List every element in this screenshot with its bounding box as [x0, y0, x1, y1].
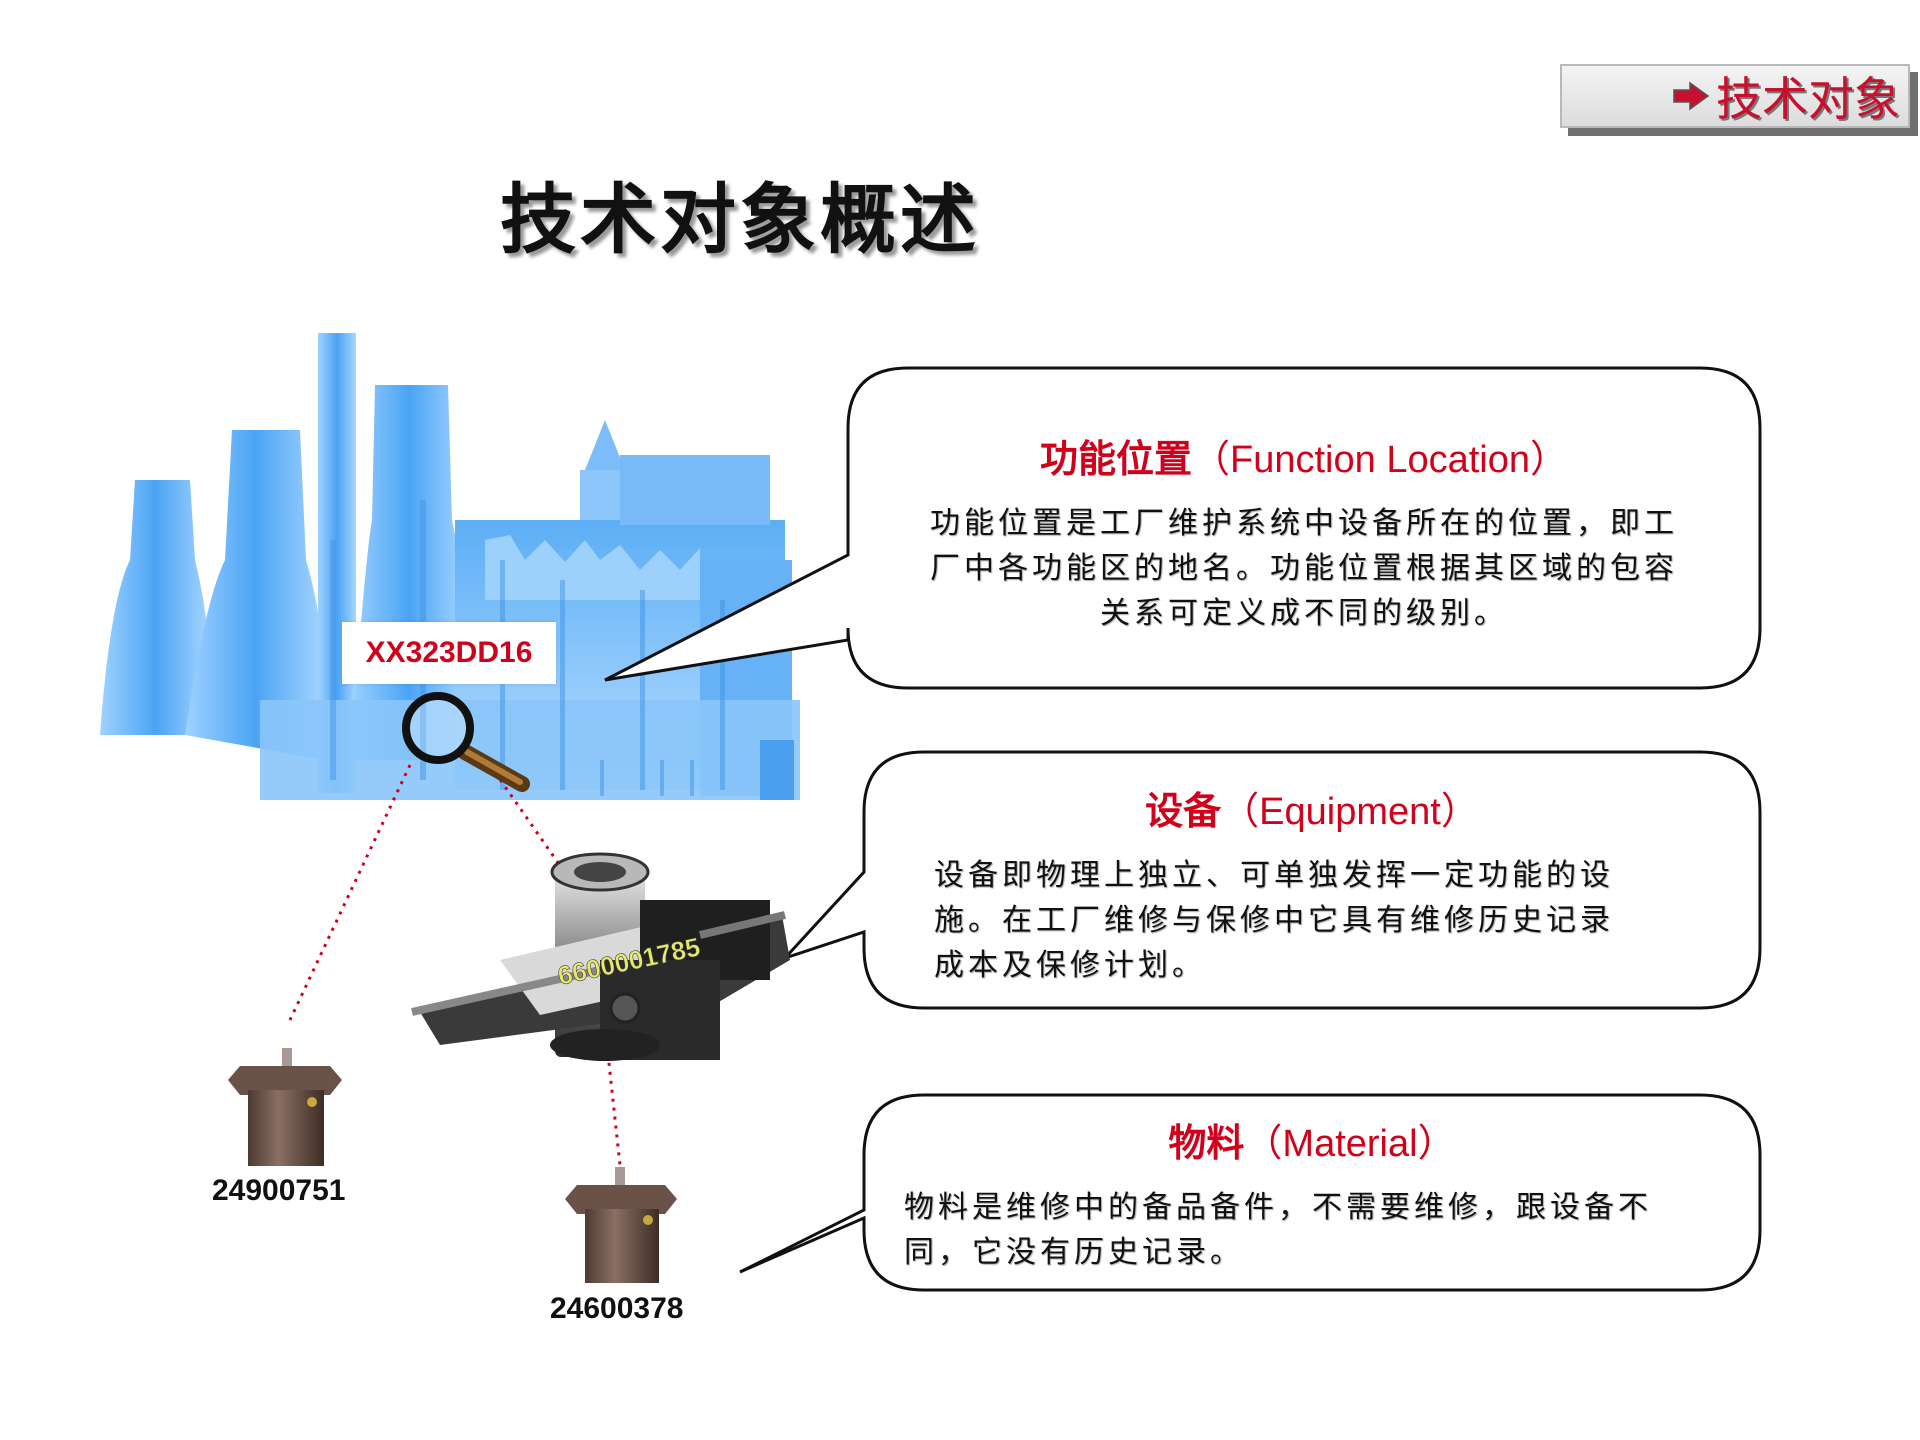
- heading-en: （Equipment）: [1221, 791, 1479, 833]
- callout-body: 物料是维修中的备品备件，不需要维修，跟设备不 同，它没有历史记录。: [904, 1185, 1720, 1275]
- body-line: 物料是维修中的备品备件，不需要维修，跟设备不: [904, 1190, 1652, 1225]
- callout-heading: 物料（Material）: [904, 1112, 1720, 1167]
- page-title: 技术对象概述: [500, 175, 980, 264]
- function-location-code: XX323DD16: [342, 622, 556, 684]
- section-tag-label: 技术对象: [1716, 72, 1900, 126]
- material-motor-2: [565, 1167, 677, 1283]
- heading-en: （Function Location）: [1192, 439, 1568, 481]
- callout-bubble-function-location: [604, 366, 1762, 690]
- callout-bubble-material: [739, 1093, 1762, 1292]
- body-line: 成本及保修计划。: [934, 948, 1206, 983]
- body-line: 施。在工厂维修与保修中它具有维修历史记录: [934, 903, 1614, 938]
- callout-equipment: 设备（Equipment） 设备即物理上独立、可单独发挥一定功能的设 施。在工厂…: [864, 780, 1760, 988]
- section-tag: 技术对象: [1560, 64, 1910, 128]
- body-line: 设备即物理上独立、可单独发挥一定功能的设: [934, 858, 1614, 893]
- body-line: 同，它没有历史记录。: [904, 1235, 1244, 1270]
- body-line: 厂中各功能区的地名。功能位置根据其区域的包容: [930, 551, 1678, 586]
- heading-cn: 功能位置: [1040, 436, 1193, 481]
- callout-heading: 功能位置（Function Location）: [888, 428, 1720, 483]
- material-motor-1: [228, 1048, 342, 1166]
- callout-body: 设备即物理上独立、可单独发挥一定功能的设 施。在工厂维修与保修中它具有维修历史记…: [904, 853, 1720, 988]
- callout-bubble-equipment: [780, 750, 1762, 1010]
- callout-material: 物料（Material） 物料是维修中的备品备件，不需要维修，跟设备不 同，它没…: [864, 1112, 1760, 1275]
- material-number-1: 24900751: [212, 1174, 346, 1207]
- body-line: 关系可定义成不同的级别。: [1100, 596, 1508, 631]
- callout-body: 功能位置是工厂维护系统中设备所在的位置，即工 厂中各功能区的地名。功能位置根据其…: [888, 501, 1720, 636]
- callout-function-location: 功能位置（Function Location） 功能位置是工厂维护系统中设备所在…: [848, 428, 1760, 636]
- magnifier-icon: [402, 692, 530, 792]
- power-plant-illustration: [100, 333, 800, 800]
- arrow-right-icon: [1673, 81, 1710, 111]
- body-line: 功能位置是工厂维护系统中设备所在的位置，即工: [930, 506, 1678, 541]
- heading-cn: 物料: [1168, 1120, 1245, 1165]
- material-number-2: 24600378: [550, 1292, 684, 1325]
- heading-en: （Material）: [1244, 1123, 1456, 1165]
- heading-cn: 设备: [1145, 788, 1222, 833]
- connector-lines: [288, 764, 622, 1166]
- equipment-illustration: [411, 852, 790, 1061]
- callout-heading: 设备（Equipment）: [904, 780, 1720, 835]
